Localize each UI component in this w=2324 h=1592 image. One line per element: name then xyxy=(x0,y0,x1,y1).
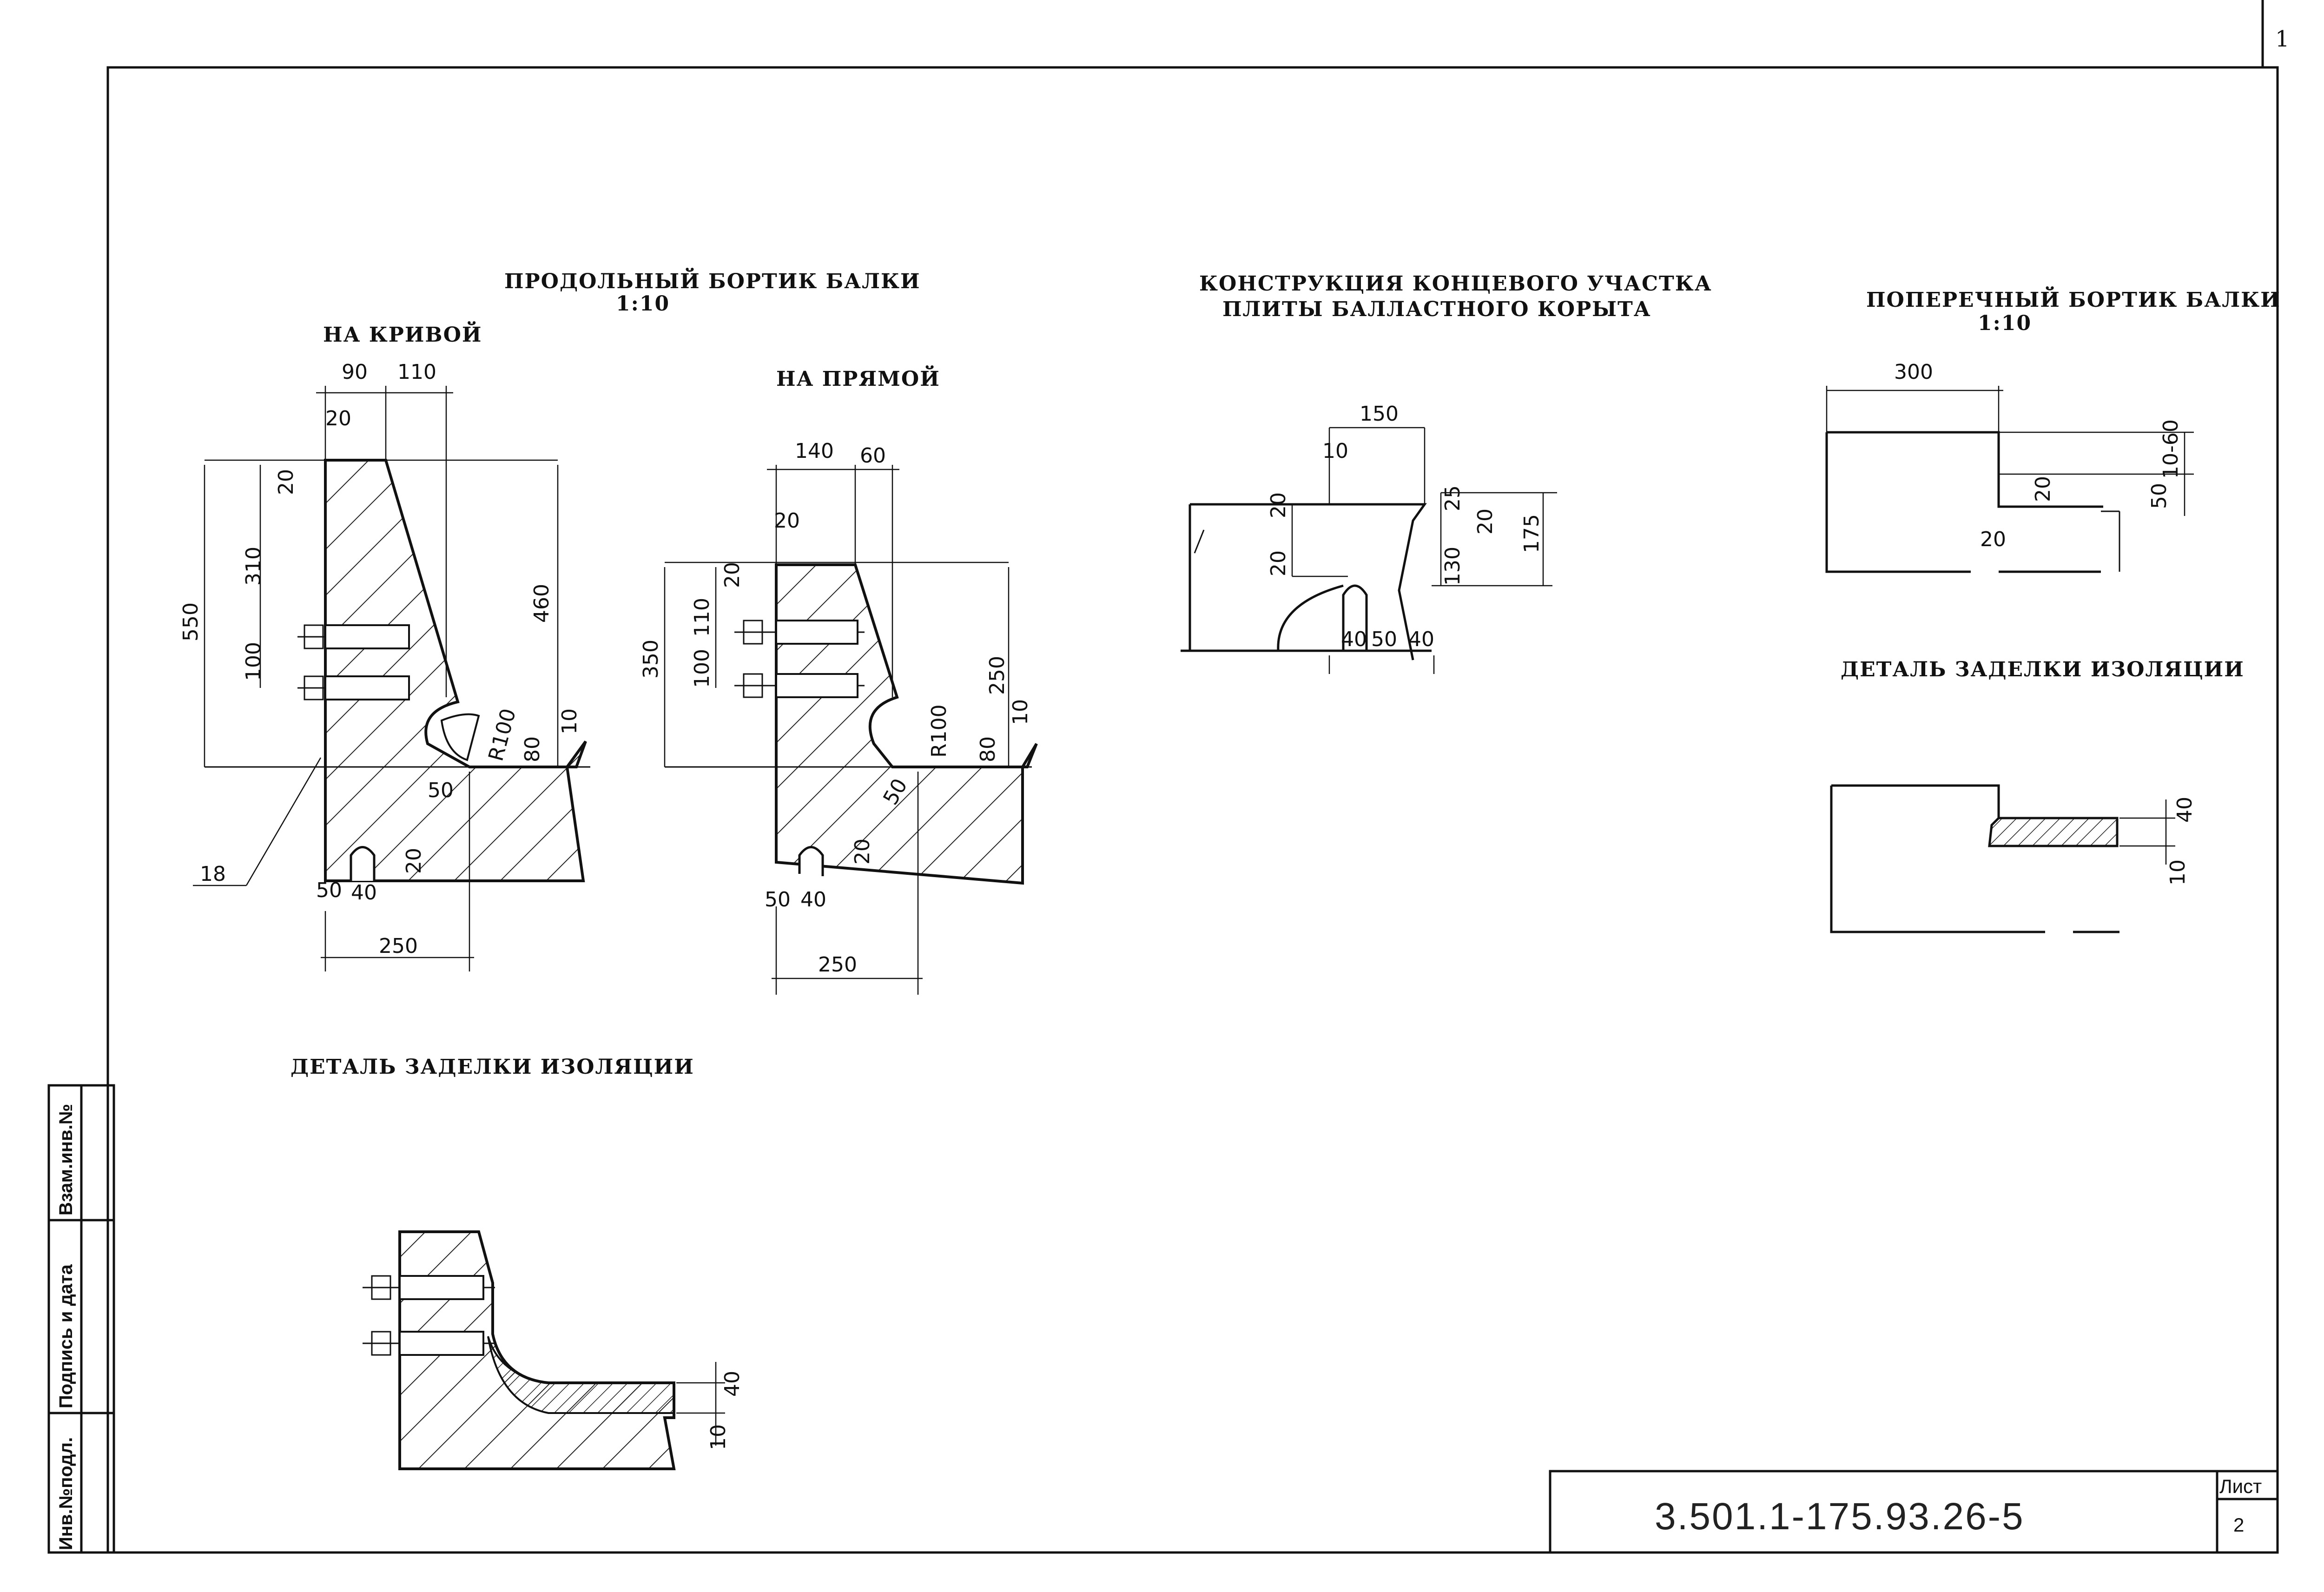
insulation-left-dim-40: 40 xyxy=(720,1371,744,1397)
straight-label: НА ПРЯМОЙ xyxy=(776,365,940,391)
transverse-section: ПОПЕРЕЧНЫЙ БОРТИК БАЛКИ 1:10 300 10-60 2… xyxy=(1825,286,2281,573)
end-section-title-1: КОНСТРУКЦИЯ КОНЦЕВОГО УЧАСТКА xyxy=(1199,272,1712,296)
transverse-title: ПОПЕРЕЧНЫЙ БОРТИК БАЛКИ xyxy=(1866,286,2281,312)
curve-dim-20-side: 20 xyxy=(274,469,298,495)
insulation-detail-left: ДЕТАЛЬ ЗАДЕЛКИ ИЗОЛЯЦИИ 40 10 xyxy=(290,1055,744,1470)
straight-bolt-upper xyxy=(734,620,865,645)
straight-dim-350: 350 xyxy=(639,640,663,679)
stamp-replacement-inv: Взам.инв.№ xyxy=(56,1104,76,1215)
curve-dim-460: 460 xyxy=(530,584,554,623)
curve-dim-100: 100 xyxy=(242,642,265,681)
end-dim-40-right: 40 xyxy=(1408,628,1434,651)
end-dim-20-top: 20 xyxy=(1267,492,1290,518)
stamp-original-inv: Инв.№подл. xyxy=(56,1437,76,1550)
end-dim-20-right: 20 xyxy=(1473,509,1497,535)
sheet-number: 2 xyxy=(2233,1514,2244,1536)
curve-dim-110: 110 xyxy=(397,360,436,384)
curve-dim-550: 550 xyxy=(179,602,203,641)
end-section-title-2: ПЛИТЫ БАЛЛАСТНОГО КОРЫТА xyxy=(1222,297,1651,321)
drawing-frame xyxy=(106,0,2279,1554)
straight-dim-140: 140 xyxy=(795,439,834,463)
straight-dim-250-side: 250 xyxy=(985,656,1009,695)
longitudinal-title: ПРОДОЛЬНЫЙ БОРТИК БАЛКИ xyxy=(504,267,921,293)
bolt-lower xyxy=(297,675,410,700)
curve-section: 90 110 20 20 310 550 100 460 R100 80 10 … xyxy=(179,360,590,971)
straight-dim-40-slot: 40 xyxy=(800,888,826,912)
straight-dim-20-side: 20 xyxy=(720,562,744,588)
insulation-right-dim-40: 40 xyxy=(2173,797,2197,823)
straight-dim-50-slot: 50 xyxy=(765,888,791,912)
side-stamp: Взам.инв.№ Подпись и дата Инв.№подл. xyxy=(47,1084,115,1554)
straight-dim-110: 110 xyxy=(690,598,714,637)
transverse-scale: 1:10 xyxy=(1978,311,2032,335)
end-dim-40-left: 40 xyxy=(1341,628,1367,651)
transverse-dim-50: 50 xyxy=(2147,483,2171,509)
straight-dim-20-bottom: 20 xyxy=(851,839,874,865)
straight-dim-r100: R100 xyxy=(927,704,951,758)
insulation-right-outline xyxy=(1830,784,2119,933)
insulation-detail-right: ДЕТАЛЬ ЗАДЕЛКИ ИЗОЛЯЦИИ 40 10 xyxy=(1830,658,2245,933)
straight-bolt-lower xyxy=(734,673,865,698)
straight-dim-100: 100 xyxy=(690,649,714,688)
curve-dim-20-top: 20 xyxy=(325,407,351,430)
curve-dim-r100: R100 xyxy=(484,706,521,764)
insulation-wedge xyxy=(440,713,480,761)
bolt-upper xyxy=(297,624,410,649)
insulation-detail-right-title: ДЕТАЛЬ ЗАДЕЛКИ ИЗОЛЯЦИИ xyxy=(1841,658,2245,681)
straight-section: 140 60 20 20 110 350 100 250 R100 10 80 … xyxy=(639,439,1038,995)
end-dim-130: 130 xyxy=(1441,547,1465,586)
page-number: 1 xyxy=(2275,26,2290,52)
document-code: 3.501.1-175.93.26-5 xyxy=(1655,1495,2025,1538)
end-dim-175: 175 xyxy=(1520,514,1544,553)
transverse-outline xyxy=(1825,431,2103,573)
straight-drain-slot xyxy=(798,846,824,876)
straight-dim-80: 80 xyxy=(976,736,1000,762)
insulation-right-layer xyxy=(1988,817,2119,847)
drain-slot xyxy=(350,846,376,881)
end-section: КОНСТРУКЦИЯ КОНЦЕВОГО УЧАСТКА ПЛИТЫ БАЛЛ… xyxy=(1181,272,1712,674)
end-dim-20-mid: 20 xyxy=(1267,550,1290,576)
transverse-dim-10-60: 10-60 xyxy=(2159,419,2183,479)
end-drain-slot xyxy=(1342,584,1368,651)
insulation-left-layer xyxy=(487,1336,675,1414)
insulation-detail-left-title: ДЕТАЛЬ ЗАДЕЛКИ ИЗОЛЯЦИИ xyxy=(290,1055,694,1079)
insulation-left-bolt-upper xyxy=(363,1275,495,1300)
stamp-signature-date: Подпись и дата xyxy=(56,1264,76,1408)
transverse-dim-20-top: 20 xyxy=(2031,476,2055,502)
curve-dim-50-slot: 50 xyxy=(316,879,342,902)
curve-dim-250: 250 xyxy=(379,934,418,958)
straight-dim-10: 10 xyxy=(1009,699,1032,725)
straight-section-body xyxy=(775,563,1038,885)
curve-dim-40-slot: 40 xyxy=(351,881,377,905)
insulation-left-bolt-lower xyxy=(363,1331,495,1356)
end-dim-10: 10 xyxy=(1322,439,1348,463)
sheet-label: Лист xyxy=(2219,1475,2262,1497)
curve-dim-18: 18 xyxy=(200,862,226,886)
curve-dim-10: 10 xyxy=(558,708,581,734)
end-haunch xyxy=(1277,584,1344,651)
straight-dim-20-top: 20 xyxy=(774,509,800,533)
straight-dim-250: 250 xyxy=(818,953,857,977)
insulation-left-dim-10: 10 xyxy=(706,1424,730,1450)
straight-dim-60: 60 xyxy=(860,444,886,468)
end-dim-25: 25 xyxy=(1441,485,1465,511)
curve-dim-20-bottom: 20 xyxy=(402,848,426,874)
curve-section-body xyxy=(324,459,587,882)
curve-label: НА КРИВОЙ xyxy=(323,321,482,347)
transverse-dim-300: 300 xyxy=(1894,360,1933,384)
curve-dim-310: 310 xyxy=(242,547,265,586)
curve-dim-80: 80 xyxy=(521,736,544,762)
curve-dim-90: 90 xyxy=(342,360,368,384)
longitudinal-scale: 1:10 xyxy=(616,292,670,316)
transverse-dim-20-bottom: 20 xyxy=(1980,528,2006,551)
insulation-right-dim-10: 10 xyxy=(2166,859,2190,885)
end-section-outline xyxy=(1181,503,1432,661)
end-dim-50: 50 xyxy=(1371,628,1397,651)
curve-dim-50-slope: 50 xyxy=(428,779,454,802)
title-block: 3.501.1-175.93.26-5 Лист 2 xyxy=(1549,1470,2279,1554)
end-dim-150: 150 xyxy=(1360,402,1399,426)
